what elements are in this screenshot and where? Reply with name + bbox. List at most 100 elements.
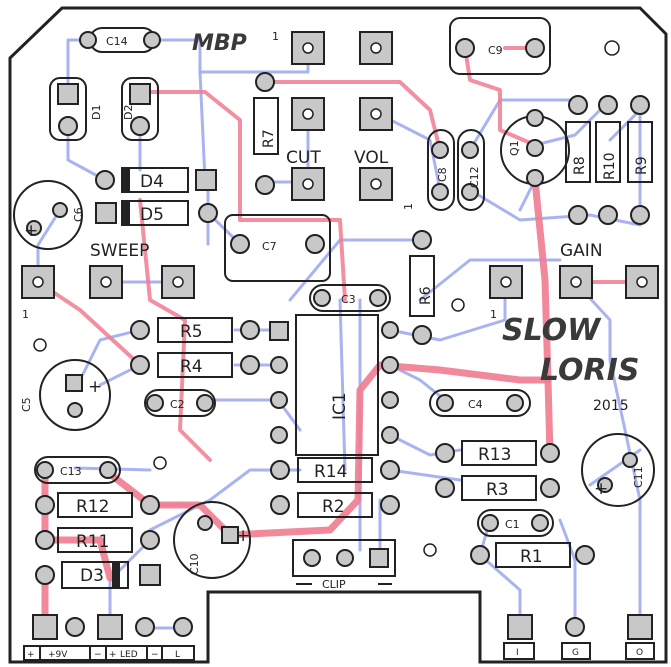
c2-label: C2: [170, 398, 185, 411]
r7-label: R7: [261, 129, 277, 148]
diode-d4: D4: [95, 167, 217, 193]
resistor-r1: R1: [470, 542, 595, 568]
resistor-r11: R11: [35, 527, 160, 553]
mount-hole: [604, 40, 620, 56]
cap-c6: + C6: [13, 180, 85, 250]
d5-label: D5: [140, 205, 164, 225]
diode-d3: D3: [35, 561, 161, 589]
cap-c3: C3: [309, 284, 391, 312]
c11-plus: +: [594, 479, 608, 499]
c8-label: C8: [436, 167, 449, 182]
q1-label: Q1: [508, 140, 521, 156]
pin1-marker: 1: [272, 30, 279, 43]
brand-logo: MBP: [192, 31, 247, 56]
cap-c7: C7: [224, 214, 331, 282]
cap-c14: C14: [79, 27, 161, 53]
conn-plus-a: +: [27, 650, 35, 660]
r12-label: R12: [76, 497, 109, 517]
c1-label: C1: [505, 518, 520, 531]
conn-led: LED: [120, 650, 138, 660]
cap-c13: C13: [34, 456, 121, 484]
ic1-label: IC1: [330, 392, 350, 420]
c6-label: C6: [72, 207, 85, 222]
diode-d2: D2: [121, 77, 159, 141]
cap-c10: + C10: [173, 501, 251, 579]
io-i: I: [516, 648, 519, 658]
transistor-q1: Q1: [500, 109, 570, 187]
gain-pad-1: [489, 265, 523, 299]
sweep-pad-2: [89, 265, 123, 299]
cap-c4: C4: [429, 389, 531, 417]
c12-label: C12: [468, 166, 481, 188]
resistor-r3: R3: [435, 475, 560, 501]
title-line2: LORIS: [540, 353, 639, 388]
r8-label: R8: [572, 156, 588, 175]
c7-label: C7: [262, 240, 277, 253]
io-g: G: [572, 648, 579, 658]
conn-plus-b: +: [109, 650, 117, 660]
conn-minus-a: −: [94, 650, 102, 660]
io-o: O: [636, 648, 643, 658]
r1-label: R1: [520, 547, 543, 567]
c14-label: C14: [106, 35, 128, 48]
r3-label: R3: [486, 480, 509, 500]
r13-label: R13: [478, 445, 511, 465]
io-connector: I G O: [503, 614, 655, 660]
c9-label: C9: [488, 44, 503, 57]
cap-c2: C2: [144, 389, 216, 417]
clip-label: CLIP: [322, 578, 346, 591]
conn-9v: +9V: [48, 650, 68, 660]
c10-label: C10: [188, 553, 201, 575]
c13-label: C13: [60, 465, 82, 478]
d2-label: D2: [122, 105, 135, 120]
c10-plus: +: [236, 526, 250, 546]
conn-l: L: [175, 650, 180, 660]
power-led-connector: + +9V − + LED − L: [23, 614, 195, 661]
resistor-r12: R12: [35, 492, 160, 518]
gain-pin1: 1: [490, 308, 497, 321]
resistor-r8: R8: [565, 95, 591, 225]
cap-c11: + C11: [581, 433, 655, 507]
cut-label: CUT: [286, 148, 321, 168]
title-line1: SLOW: [502, 313, 602, 348]
mount-hole: [423, 543, 437, 557]
mount-hole: [153, 456, 167, 470]
resistor-r10: R10: [595, 95, 621, 225]
top-traces: [36, 46, 642, 632]
resistor-r13: R13: [435, 440, 560, 466]
vol-pin1: 1: [402, 203, 415, 210]
cap-c5: + C5: [20, 359, 111, 431]
vol-pad-a: [359, 97, 393, 131]
mount-hole: [33, 338, 47, 352]
r6-label: R6: [418, 286, 434, 305]
resistor-r7: R7: [253, 72, 279, 195]
diode-d5: D5: [95, 200, 218, 226]
d4-label: D4: [140, 172, 164, 192]
gain-label: GAIN: [560, 241, 603, 261]
clip-header: CLIP: [292, 539, 396, 591]
vol-label: VOL: [354, 148, 389, 168]
r9-label: R9: [634, 156, 650, 175]
c11-label: C11: [632, 466, 645, 488]
conn-minus-b: −: [151, 650, 159, 660]
sweep-label: SWEEP: [90, 241, 149, 261]
mount-hole: [451, 298, 465, 312]
resistor-r4: R4: [130, 352, 260, 378]
resistor-r5: R5: [130, 317, 260, 343]
cap-c12: C12: [457, 129, 485, 211]
d1-label: D1: [90, 105, 103, 120]
cap-c8: C8: [427, 129, 455, 211]
d3-label: D3: [80, 566, 104, 586]
c5-label: C5: [20, 397, 33, 412]
r5-label: R5: [180, 322, 203, 342]
r4-label: R4: [180, 357, 203, 377]
cap-c1: C1: [477, 509, 554, 537]
sweep-pin1: 1: [22, 308, 29, 321]
r2-label: R2: [322, 497, 345, 517]
r10-label: R10: [602, 152, 618, 180]
c6-plus: +: [24, 221, 38, 241]
c4-label: C4: [468, 398, 483, 411]
resistor-r9: R9: [627, 95, 653, 225]
cap-c9: C9: [449, 17, 551, 75]
